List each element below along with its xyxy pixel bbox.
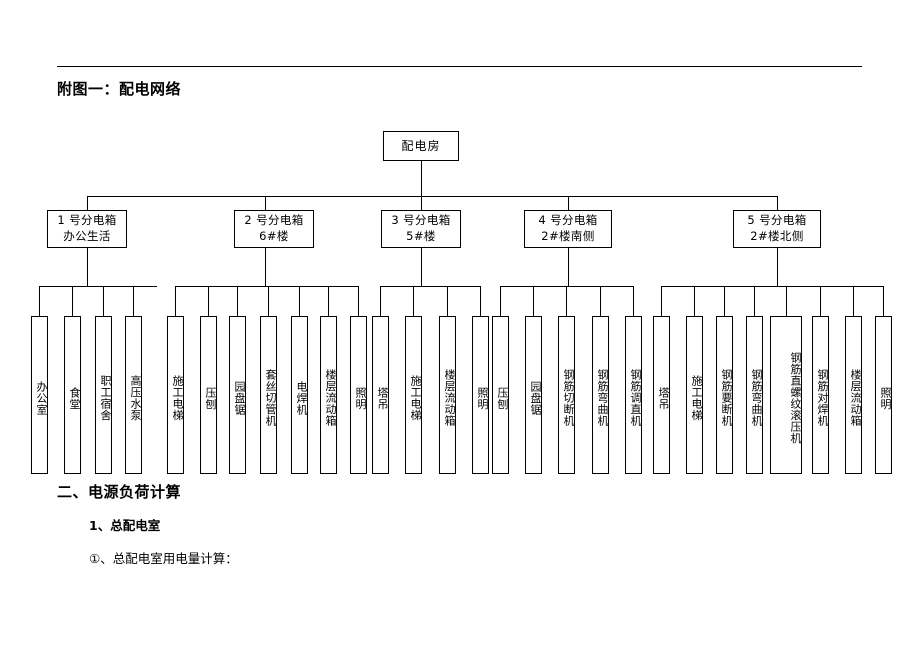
leaf-node: 施工电梯 bbox=[686, 316, 703, 474]
connector-b1-bus bbox=[39, 286, 157, 287]
leaf-node: 办公室 bbox=[31, 316, 48, 474]
leaf-node: 钢筋切断机 bbox=[558, 316, 575, 474]
leaf-node: 压刨 bbox=[492, 316, 509, 474]
connector-b5-stem bbox=[777, 248, 778, 286]
connector-b1-leaf-2 bbox=[72, 286, 73, 316]
connector-b3-bus bbox=[380, 286, 480, 287]
connector-b2-stem bbox=[265, 248, 266, 286]
body-paragraph: ①、总配电室用电量计算： bbox=[89, 551, 238, 566]
connector-b4-stem bbox=[568, 248, 569, 286]
connector-b3-leaf-1 bbox=[380, 286, 381, 316]
leaf-node: 高压水泵 bbox=[125, 316, 142, 474]
leaf-node: 钢筋调直机 bbox=[625, 316, 642, 474]
figure-title: 附图一：配电网络 bbox=[57, 80, 182, 98]
connector-b4-leaf-2 bbox=[533, 286, 534, 316]
connector-b2-leaf-4 bbox=[268, 286, 269, 316]
leaf-node: 钢筋直螺纹滚压机 bbox=[770, 316, 802, 474]
leaf-node: 施工电梯 bbox=[405, 316, 422, 474]
leaf-node: 园盘锯 bbox=[525, 316, 542, 474]
leaf-node: 楼层流动箱 bbox=[439, 316, 456, 474]
connector-main-bus bbox=[87, 196, 777, 197]
connector-b5-leaf-4 bbox=[754, 286, 755, 316]
connector-b5-leaf-7 bbox=[853, 286, 854, 316]
branch-node-4: 4 号分电箱 2#楼南侧 bbox=[524, 210, 612, 248]
connector-b5-bus bbox=[661, 286, 883, 287]
connector-b5-leaf-3 bbox=[724, 286, 725, 316]
connector-b1-stem bbox=[87, 248, 88, 286]
branch-node-5: 5 号分电箱 2#楼北侧 bbox=[733, 210, 821, 248]
leaf-node: 职工宿舍 bbox=[95, 316, 112, 474]
leaf-node: 钢筋弯曲机 bbox=[592, 316, 609, 474]
connector-b1-leaf-1 bbox=[39, 286, 40, 316]
connector-drop-1 bbox=[87, 196, 88, 210]
connector-b2-leaf-6 bbox=[328, 286, 329, 316]
leaf-node: 照明 bbox=[875, 316, 892, 474]
connector-b4-leaf-1 bbox=[500, 286, 501, 316]
leaf-node: 食堂 bbox=[64, 316, 81, 474]
leaf-node: 塔吊 bbox=[372, 316, 389, 474]
leaf-node: 钢筋对焊机 bbox=[812, 316, 829, 474]
leaf-node: 园盘锯 bbox=[229, 316, 246, 474]
connector-b3-leaf-4 bbox=[480, 286, 481, 316]
connector-b2-leaf-1 bbox=[175, 286, 176, 316]
connector-b2-leaf-7 bbox=[358, 286, 359, 316]
connector-b5-leaf-5 bbox=[786, 286, 787, 316]
branch-node-3: 3 号分电箱 5#楼 bbox=[381, 210, 461, 248]
leaf-node: 照明 bbox=[350, 316, 367, 474]
leaf-node: 电焊机 bbox=[291, 316, 308, 474]
leaf-node: 照明 bbox=[472, 316, 489, 474]
connector-drop-5 bbox=[777, 196, 778, 210]
leaf-node: 套丝切管机 bbox=[260, 316, 277, 474]
connector-b3-stem bbox=[421, 248, 422, 286]
connector-drop-4 bbox=[568, 196, 569, 210]
sub-heading: 1、总配电室 bbox=[89, 518, 161, 533]
section-heading: 二、电源负荷计算 bbox=[57, 483, 182, 501]
leaf-node: 施工电梯 bbox=[167, 316, 184, 474]
connector-drop-3 bbox=[421, 196, 422, 210]
leaf-node: 楼层流动箱 bbox=[320, 316, 337, 474]
connector-b1-leaf-4 bbox=[133, 286, 134, 316]
connector-b4-leaf-4 bbox=[600, 286, 601, 316]
branch-node-1: 1 号分电箱 办公生活 bbox=[47, 210, 127, 248]
leaf-node: 塔吊 bbox=[653, 316, 670, 474]
connector-b4-leaf-5 bbox=[633, 286, 634, 316]
connector-b2-leaf-2 bbox=[208, 286, 209, 316]
leaf-node: 钢筋弯曲机 bbox=[746, 316, 763, 474]
branch-node-2: 2 号分电箱 6#楼 bbox=[234, 210, 314, 248]
connector-b5-leaf-2 bbox=[694, 286, 695, 316]
connector-b5-leaf-8 bbox=[883, 286, 884, 316]
connector-b3-leaf-2 bbox=[413, 286, 414, 316]
leaf-node: 压刨 bbox=[200, 316, 217, 474]
connector-drop-2 bbox=[265, 196, 266, 210]
connector-b4-leaf-3 bbox=[566, 286, 567, 316]
header-rule bbox=[57, 66, 862, 67]
connector-b3-leaf-3 bbox=[447, 286, 448, 316]
connector-b2-bus bbox=[175, 286, 358, 287]
connector-b5-leaf-6 bbox=[820, 286, 821, 316]
connector-b1-leaf-3 bbox=[103, 286, 104, 316]
connector-root-stem bbox=[421, 161, 422, 196]
connector-b2-leaf-3 bbox=[237, 286, 238, 316]
leaf-node: 钢筋要断机 bbox=[716, 316, 733, 474]
connector-b2-leaf-5 bbox=[299, 286, 300, 316]
connector-b5-leaf-1 bbox=[661, 286, 662, 316]
root-node-配电房: 配电房 bbox=[383, 131, 459, 161]
leaf-node: 楼层流动箱 bbox=[845, 316, 862, 474]
